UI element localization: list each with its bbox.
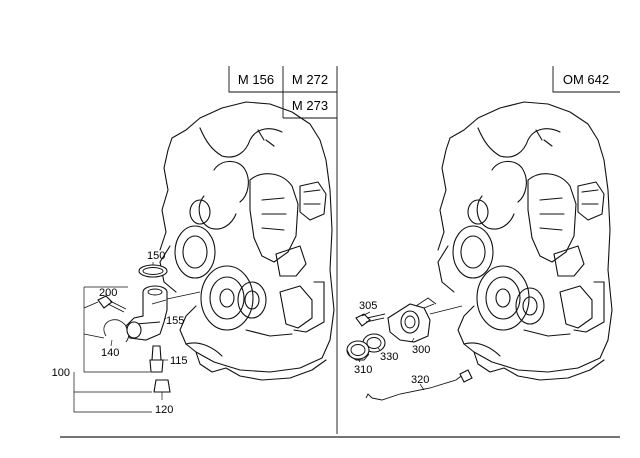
cap-part xyxy=(346,340,370,361)
engine-code-boxes-left: M 156 M 272 M 273 xyxy=(228,66,337,119)
bolt-part xyxy=(97,295,127,313)
callout-120: 120 xyxy=(155,404,173,416)
callout-300: 300 xyxy=(412,344,430,356)
temperature-sensor-part xyxy=(149,345,164,373)
callout-140: 140 xyxy=(101,347,119,359)
callout-310: 310 xyxy=(354,364,372,376)
right-callouts: 305 330 300 310 320 xyxy=(354,300,430,386)
engine-block-drawing xyxy=(159,101,335,381)
right-leader-lines xyxy=(357,311,425,391)
plug-part xyxy=(153,379,171,393)
coolant-housing-part xyxy=(125,285,168,341)
engine-code-label: OM 642 xyxy=(563,72,609,87)
callout-150: 150 xyxy=(147,250,165,262)
callout-330: 330 xyxy=(380,351,398,363)
engine-code-label: M 156 xyxy=(238,72,274,87)
left-panel: M 156 M 272 M 273 xyxy=(52,66,337,416)
engine-code-label: M 273 xyxy=(292,98,328,113)
callout-115: 115 xyxy=(170,355,188,367)
bolt-part xyxy=(355,313,386,327)
left-callouts: 150 200 155 140 115 100 120 xyxy=(52,250,188,416)
engine-code-label: M 272 xyxy=(292,72,328,87)
engine-block-drawing-right xyxy=(437,101,613,381)
om642-housing-parts xyxy=(346,297,473,401)
callout-305: 305 xyxy=(359,300,377,312)
callout-100: 100 xyxy=(52,367,70,379)
callout-200: 200 xyxy=(99,287,117,299)
callout-320: 320 xyxy=(411,374,429,386)
coolant-housing-part xyxy=(387,297,437,343)
right-panel: OM 642 xyxy=(346,66,620,401)
callout-155: 155 xyxy=(166,315,184,327)
clip-part xyxy=(103,319,130,343)
thermostat-housing-parts xyxy=(97,264,201,393)
sensor-cable-part xyxy=(365,369,473,401)
engine-code-boxes-right: OM 642 xyxy=(552,66,620,93)
left-leader-lines xyxy=(73,262,168,413)
